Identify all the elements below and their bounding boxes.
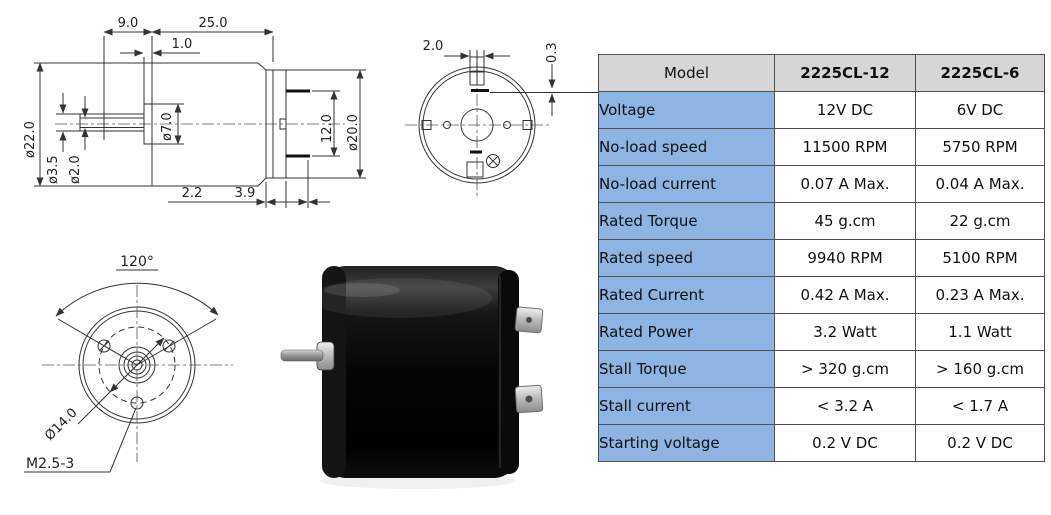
spec-value: 45 g.cm xyxy=(774,202,916,240)
terminal-top xyxy=(514,306,544,334)
dim-body-diameter: ø22.0 xyxy=(23,121,38,158)
dim-body-length: 25.0 xyxy=(199,16,228,31)
dim-shaft-diameter: ø2.0 xyxy=(68,155,83,184)
spec-value: < 1.7 A xyxy=(915,387,1045,425)
spec-label: Rated Torque xyxy=(598,202,775,240)
dim-mount-hole-angle: 120° xyxy=(120,254,154,270)
spec-table: Model 2225CL-12 2225CL-6 Voltage 12V DC … xyxy=(598,54,1045,462)
spec-label: Rated speed xyxy=(598,239,775,277)
dim-shaft-protrusion: 9.0 xyxy=(118,16,139,31)
dim-terminal-spacing: 12.0 xyxy=(320,114,335,143)
technical-drawing-canvas: 9.0 25.0 1.0 ø22.0 ø3.5 ø2.0 ø7.0 12.0 ø… xyxy=(23,16,598,489)
spec-value: 0.2 V DC xyxy=(774,424,916,462)
table-row-rated-speed: Rated speed 9940 RPM 5100 RPM xyxy=(598,239,1045,277)
spec-value: < 3.2 A xyxy=(774,387,916,425)
dim-rear-cap-diameter: ø20.0 xyxy=(346,114,361,151)
motor-rear-cap xyxy=(498,270,519,474)
spec-value: 0.42 A Max. xyxy=(774,276,916,314)
dim-terminal-width: 2.0 xyxy=(423,39,444,54)
table-row-stall-current: Stall current < 3.2 A < 1.7 A xyxy=(598,387,1045,425)
spec-label: No-load current xyxy=(598,165,775,203)
header-model-12v: 2225CL-12 xyxy=(774,54,916,92)
dim-mount-circle-diameter: Ø14.0 xyxy=(42,406,80,444)
dim-boss-protrusion: 1.0 xyxy=(172,37,193,52)
dim-mount-thread: M2.5-3 xyxy=(26,456,74,472)
spec-value: 0.07 A Max. xyxy=(774,165,916,203)
spec-value: 0.23 A Max. xyxy=(915,276,1045,314)
rear-view-drawing: 2.0 0.3 xyxy=(405,39,598,198)
dim-shaft-flat-diameter: ø3.5 xyxy=(46,155,61,184)
table-header-row: Model 2225CL-12 2225CL-6 xyxy=(598,54,1045,92)
spec-label: Starting voltage xyxy=(598,424,775,462)
spec-label: Stall current xyxy=(598,387,775,425)
motor-body xyxy=(322,266,518,478)
front-view-drawing: 120° Ø14.0 M2.5-3 xyxy=(24,254,233,473)
spec-label: No-load speed xyxy=(598,128,775,166)
dim-step-length: 2.2 xyxy=(182,186,203,201)
table-row-starting-voltage: Starting voltage 0.2 V DC 0.2 V DC xyxy=(598,424,1045,462)
spec-value-highlight: 11500 RPM xyxy=(774,128,916,166)
dim-rear-cap-length: 3.9 xyxy=(235,186,256,201)
spec-value: 22 g.cm xyxy=(915,202,1045,240)
spec-value: 0.04 A Max. xyxy=(915,165,1045,203)
dim-terminal-thickness: 0.3 xyxy=(545,42,560,63)
spec-value: 12V DC xyxy=(774,91,916,129)
terminal-bottom xyxy=(514,384,544,414)
table-row-voltage: Voltage 12V DC 6V DC xyxy=(598,91,1045,129)
table-row-no-load-current: No-load current 0.07 A Max. 0.04 A Max. xyxy=(598,165,1045,203)
spec-value-highlight: 5750 RPM xyxy=(915,128,1045,166)
side-view-drawing: 9.0 25.0 1.0 ø22.0 ø3.5 ø2.0 ø7.0 12.0 ø… xyxy=(23,16,366,208)
table-row-no-load-speed: No-load speed 11500 RPM 5750 RPM xyxy=(598,128,1045,166)
spec-value: 9940 RPM xyxy=(774,239,916,277)
spec-label: Rated Current xyxy=(598,276,775,314)
table-row-rated-torque: Rated Torque 45 g.cm 22 g.cm xyxy=(598,202,1045,240)
header-model: Model xyxy=(598,54,775,92)
header-model-6v: 2225CL-6 xyxy=(915,54,1045,92)
spec-value: > 160 g.cm xyxy=(915,350,1045,388)
table-row-rated-power: Rated Power 3.2 Watt 1.1 Watt xyxy=(598,313,1045,351)
spec-value: 6V DC xyxy=(915,91,1045,129)
motor-front-face xyxy=(322,266,346,478)
spec-label: Voltage xyxy=(598,91,775,129)
spec-value: 5100 RPM xyxy=(915,239,1045,277)
spec-value: 1.1 Watt xyxy=(915,313,1045,351)
motor-photo xyxy=(280,266,544,489)
spec-value: 3.2 Watt xyxy=(774,313,916,351)
spec-value: > 320 g.cm xyxy=(774,350,916,388)
dim-boss-diameter: ø7.0 xyxy=(160,112,175,141)
spec-value: 0.2 V DC xyxy=(915,424,1045,462)
table-row-stall-torque: Stall Torque > 320 g.cm > 160 g.cm xyxy=(598,350,1045,388)
motor-shaft xyxy=(280,349,324,362)
table-row-rated-current: Rated Current 0.42 A Max. 0.23 A Max. xyxy=(598,276,1045,314)
spec-label: Rated Power xyxy=(598,313,775,351)
spec-label: Stall Torque xyxy=(598,350,775,388)
